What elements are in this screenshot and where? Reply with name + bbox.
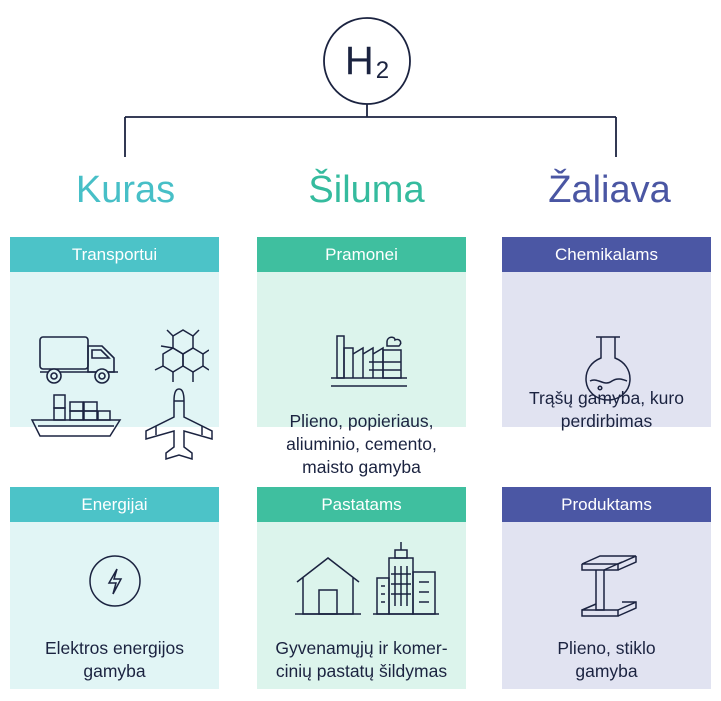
- airplane-icon: [145, 388, 213, 461]
- lightning-icon: [89, 555, 141, 607]
- card-header: Produktams: [502, 487, 711, 522]
- buildings-icon: [373, 542, 439, 615]
- flask-icon: [585, 336, 631, 401]
- ship-icon: [30, 394, 122, 437]
- card-pramonei: Pramonei Plieno, popieriaus,aliuminio, c…: [257, 237, 466, 477]
- house-icon: [295, 557, 361, 615]
- card-text: Gyvenamųjų ir komer-cinių pastatų šildym…: [275, 638, 448, 681]
- column-title-kuras: Kuras: [75, 169, 176, 211]
- card-header: Energijai: [10, 487, 219, 522]
- hydrogen-letter: H: [344, 38, 374, 83]
- card-pastatams: Pastatams Gyvenamųjų ir komer-cinių past…: [257, 487, 466, 689]
- factory-icon: [331, 335, 407, 387]
- molecule-icon: [154, 329, 209, 382]
- card-header: Pastatams: [257, 487, 466, 522]
- hierarchy-connector: [124, 17, 617, 157]
- steel-beam-icon: [581, 555, 637, 617]
- column-title-siluma: Šiluma: [308, 169, 425, 211]
- column-title-zaliava: Žaliava: [548, 169, 671, 211]
- card-header: Pramonei: [257, 237, 466, 272]
- card-text: Plieno, popieriaus,aliuminio, cemento,ma…: [286, 411, 437, 477]
- truck-icon: [39, 336, 118, 384]
- card-transportui: Transportui: [10, 237, 219, 461]
- hydrogen-subscript: 2: [375, 57, 390, 84]
- card-body: Plieno, popieriaus,aliuminio, cemento,ma…: [257, 272, 466, 477]
- card-header: Chemikalams: [502, 237, 711, 272]
- card-body: Gyvenamųjų ir komer-cinių pastatų šildym…: [257, 522, 466, 689]
- card-body: [10, 272, 219, 461]
- card-header: Transportui: [10, 237, 219, 272]
